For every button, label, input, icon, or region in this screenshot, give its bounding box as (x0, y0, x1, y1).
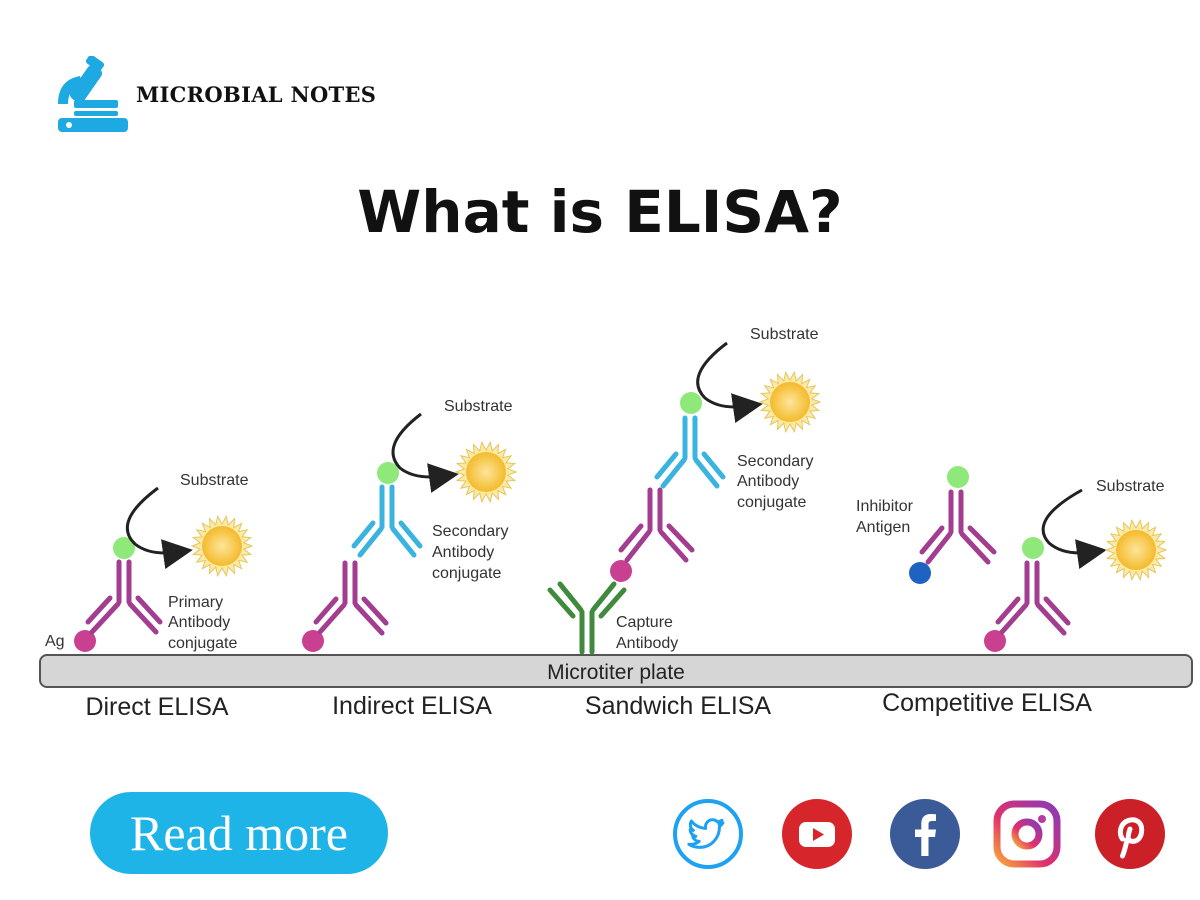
primary-antibody-icon (618, 487, 695, 563)
panel-indirect-elisa: Indirect ELISA (332, 692, 492, 720)
substrate-sun-core (770, 382, 810, 422)
brand-logo[interactable]: MICROBIAL NOTES (56, 56, 396, 136)
label-inhibitor-antigen: Antigen (856, 519, 910, 536)
panel-competitive-elisa: Competitive ELISA (882, 689, 1092, 717)
pinterest-icon[interactable] (1094, 798, 1166, 870)
inhibitor-antibody-icon (919, 489, 997, 565)
label-secondary-conjugate: conjugate (432, 565, 501, 582)
label-ag: Ag (45, 633, 65, 650)
arrow-icon (125, 486, 193, 569)
page-title: What is ELISA? (357, 178, 843, 246)
label-substrate: Substrate (444, 398, 513, 415)
twitter-icon[interactable] (672, 798, 744, 870)
inhibitor-antigen-icon (909, 562, 931, 584)
arrow-icon (391, 412, 459, 493)
enzyme-icon (377, 462, 399, 484)
primary-antibody-icon (995, 560, 1071, 636)
label-primary: Primary (168, 594, 223, 611)
antigen-icon (610, 560, 632, 582)
label-primary-antibody: Antibody (168, 614, 230, 631)
antigen-icon (74, 630, 96, 652)
youtube-icon[interactable] (781, 798, 853, 870)
plate-label: Microtiter plate (547, 661, 685, 684)
facebook-icon[interactable] (889, 798, 961, 870)
antigen-icon (984, 630, 1006, 652)
brand-name: MICROBIAL NOTES (136, 82, 377, 107)
label-secondary-antibody: Antibody (737, 473, 799, 490)
label-secondary-conjugate: conjugate (737, 494, 806, 511)
label-capture: Capture (616, 614, 673, 631)
panel-direct-elisa: Direct ELISA (85, 693, 228, 721)
enzyme-icon (680, 392, 702, 414)
arrow-icon (696, 341, 763, 423)
antigen-icon (302, 630, 324, 652)
secondary-antibody-icon (654, 415, 726, 489)
primary-antibody-icon (85, 559, 163, 635)
capture-antibody-icon (547, 581, 627, 655)
enzyme-icon (113, 537, 135, 559)
label-secondary: Secondary (737, 453, 814, 470)
label-primary-conjugate: conjugate (168, 635, 237, 652)
read-more-button[interactable]: Read more (90, 792, 388, 874)
panel-sandwich-elisa: Sandwich ELISA (585, 692, 772, 720)
label-substrate: Substrate (750, 326, 819, 343)
microscope-icon (58, 56, 128, 132)
substrate-sun-core (1116, 530, 1156, 570)
substrate-sun-core (466, 452, 506, 492)
elisa-diagram: Microtiter plate Direct ELISA Indirect E… (39, 326, 1193, 721)
enzyme-icon (1022, 537, 1044, 559)
label-substrate: Substrate (180, 472, 249, 489)
microtiter-plate (39, 654, 1193, 688)
instagram-icon[interactable] (991, 798, 1063, 870)
substrate-sun-core (202, 526, 242, 566)
arrow-icon (1041, 488, 1107, 569)
label-secondary: Secondary (432, 523, 509, 540)
label-inhibitor: Inhibitor (856, 498, 914, 515)
label-capture-antibody: Antibody (616, 635, 678, 652)
label-secondary-antibody: Antibody (432, 544, 494, 561)
enzyme-icon (947, 466, 969, 488)
label-substrate: Substrate (1096, 478, 1165, 495)
secondary-antibody-icon (351, 484, 423, 558)
primary-antibody-icon (313, 560, 389, 636)
